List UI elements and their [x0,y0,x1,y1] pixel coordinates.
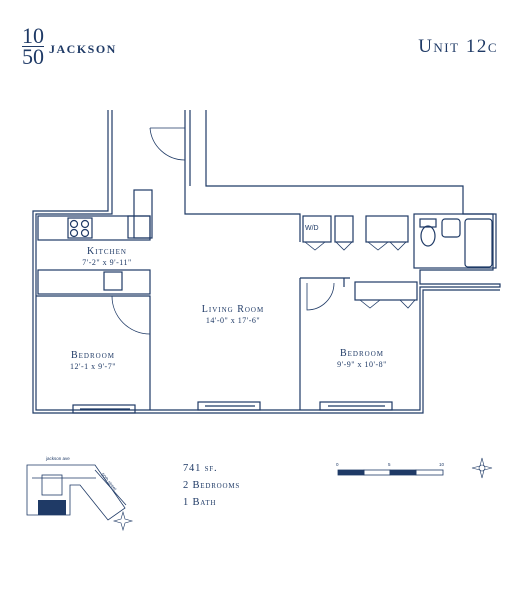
living-room-name: Living Room [201,304,265,315]
unit-stats: 741 sf. 2 Bedrooms 1 Bath [183,460,240,511]
scale-bar [337,469,444,476]
scale-label-0: 0 [336,462,339,467]
compass-icon [112,510,134,532]
sink [103,271,123,291]
kitchen-island [37,269,151,295]
logo-number: 10 50 [22,23,44,69]
scale-label-5: 5 [388,462,391,467]
bedroom2-door [306,282,335,311]
stat-area: 741 sf. [183,463,218,474]
exterior-wall [32,110,500,414]
logo-number-top: 10 [22,23,44,48]
bedroom-2-dims: 9'-9" x 10'-8" [337,360,387,369]
bedroom-1-dims: 12'-1 x 9'-7" [70,362,116,371]
logo-name: JACKSON [49,42,117,56]
bedroom-door [111,295,151,335]
closet-2 [354,281,418,301]
interior-wall [299,277,350,410]
bedroom-1-label: Bedroom 12'-1 x 9'-7" [48,350,138,371]
kitchen-counter [37,215,151,241]
window [197,401,261,411]
toilet [420,225,436,247]
closet-3 [365,215,409,243]
bedroom-1-name: Bedroom [70,350,115,361]
logo: 10 50 JACKSON [22,23,117,69]
kitchen-dims: 7'-2" x 9'-11" [82,258,132,267]
exterior-wall [35,110,501,411]
linen-closet [334,215,354,243]
entry-door [149,127,186,161]
bedroom-2-name: Bedroom [339,348,384,359]
wd-closet [302,215,332,243]
key-street-top: jackson ave [46,456,70,461]
washer-dryer-label: W/D [305,225,319,232]
living-room-label: Living Room 14'-0" x 17'-6" [183,304,283,325]
kitchen-label: Kitchen 7'-2" x 9'-11" [62,246,152,267]
bedroom-2-label: Bedroom 9'-9" x 10'-8" [317,348,407,369]
kitchen-name: Kitchen [87,246,127,257]
stat-baths: 1 Bath [183,497,217,508]
window [72,404,136,414]
bathtub [464,218,493,268]
key-plan-unit [38,500,66,515]
window [319,401,393,411]
unit-title: Unit 12c [418,36,498,57]
stove [67,217,93,239]
stat-bedrooms: 2 Bedrooms [183,480,241,491]
compass-icon [471,457,493,479]
corridor-wall [184,110,301,242]
logo-number-bottom: 50 [22,44,44,69]
bathroom [413,213,497,269]
closet [133,189,153,239]
bath-sink [441,218,461,238]
living-room-dims: 14'-0" x 17'-6" [205,316,261,325]
scale-label-10: 10 [439,462,445,467]
fridge [127,215,151,239]
